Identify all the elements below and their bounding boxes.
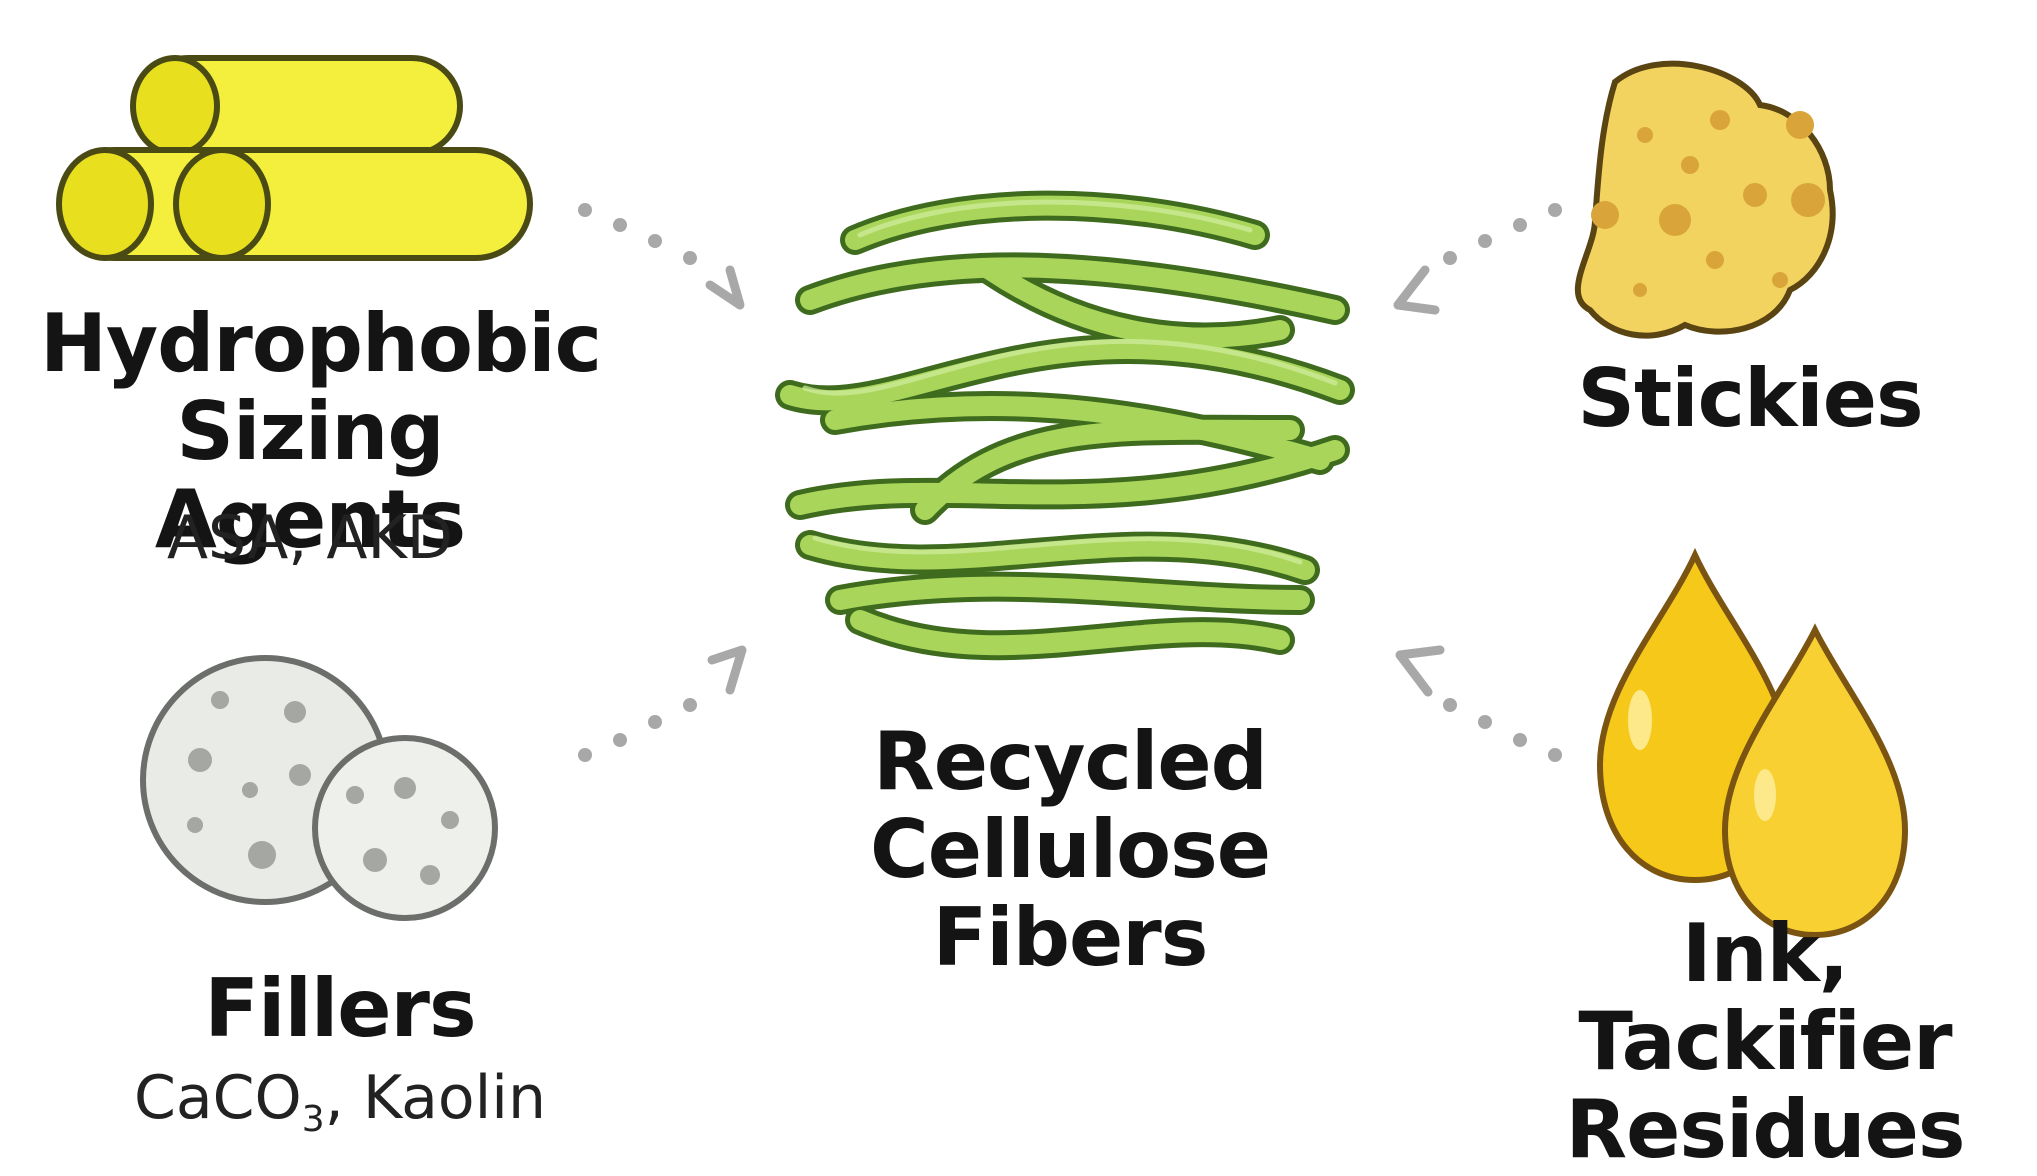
fillers-subtitle-pre: CaCO xyxy=(134,1063,302,1133)
ink-droplets-icon xyxy=(1596,547,1909,939)
sizing-agent-rods-icon xyxy=(56,55,533,261)
filler-particles-icon xyxy=(140,655,498,921)
sizing-agents-title: Hydrophobic Sizing Agents xyxy=(40,297,602,566)
cellulose-fibers-icon xyxy=(775,190,1355,661)
center-title: Recycled Cellulose Fibers xyxy=(869,715,1271,984)
ink-tackifier-title: Ink, Tackifier Residues xyxy=(1565,907,1966,1176)
arrow-stickies-to-fibers xyxy=(1393,203,1562,315)
stickies-blob-icon xyxy=(1574,60,1836,339)
fillers-subtitle: CaCO3, Kaolin xyxy=(100,1065,580,1140)
stickies-title: Stickies xyxy=(1577,352,1923,445)
arrow-ink-to-fibers xyxy=(1395,645,1562,762)
arrow-fillers-to-fibers xyxy=(578,645,747,762)
fillers-subtitle-post: , Kaolin xyxy=(324,1063,546,1133)
sizing-agents-subtitle: ASA, AKD xyxy=(166,503,454,573)
fillers-subtitle-sub: 3 xyxy=(301,1099,325,1140)
fillers-title: Fillers xyxy=(204,962,476,1055)
arrow-sizing-to-fibers xyxy=(578,203,745,310)
